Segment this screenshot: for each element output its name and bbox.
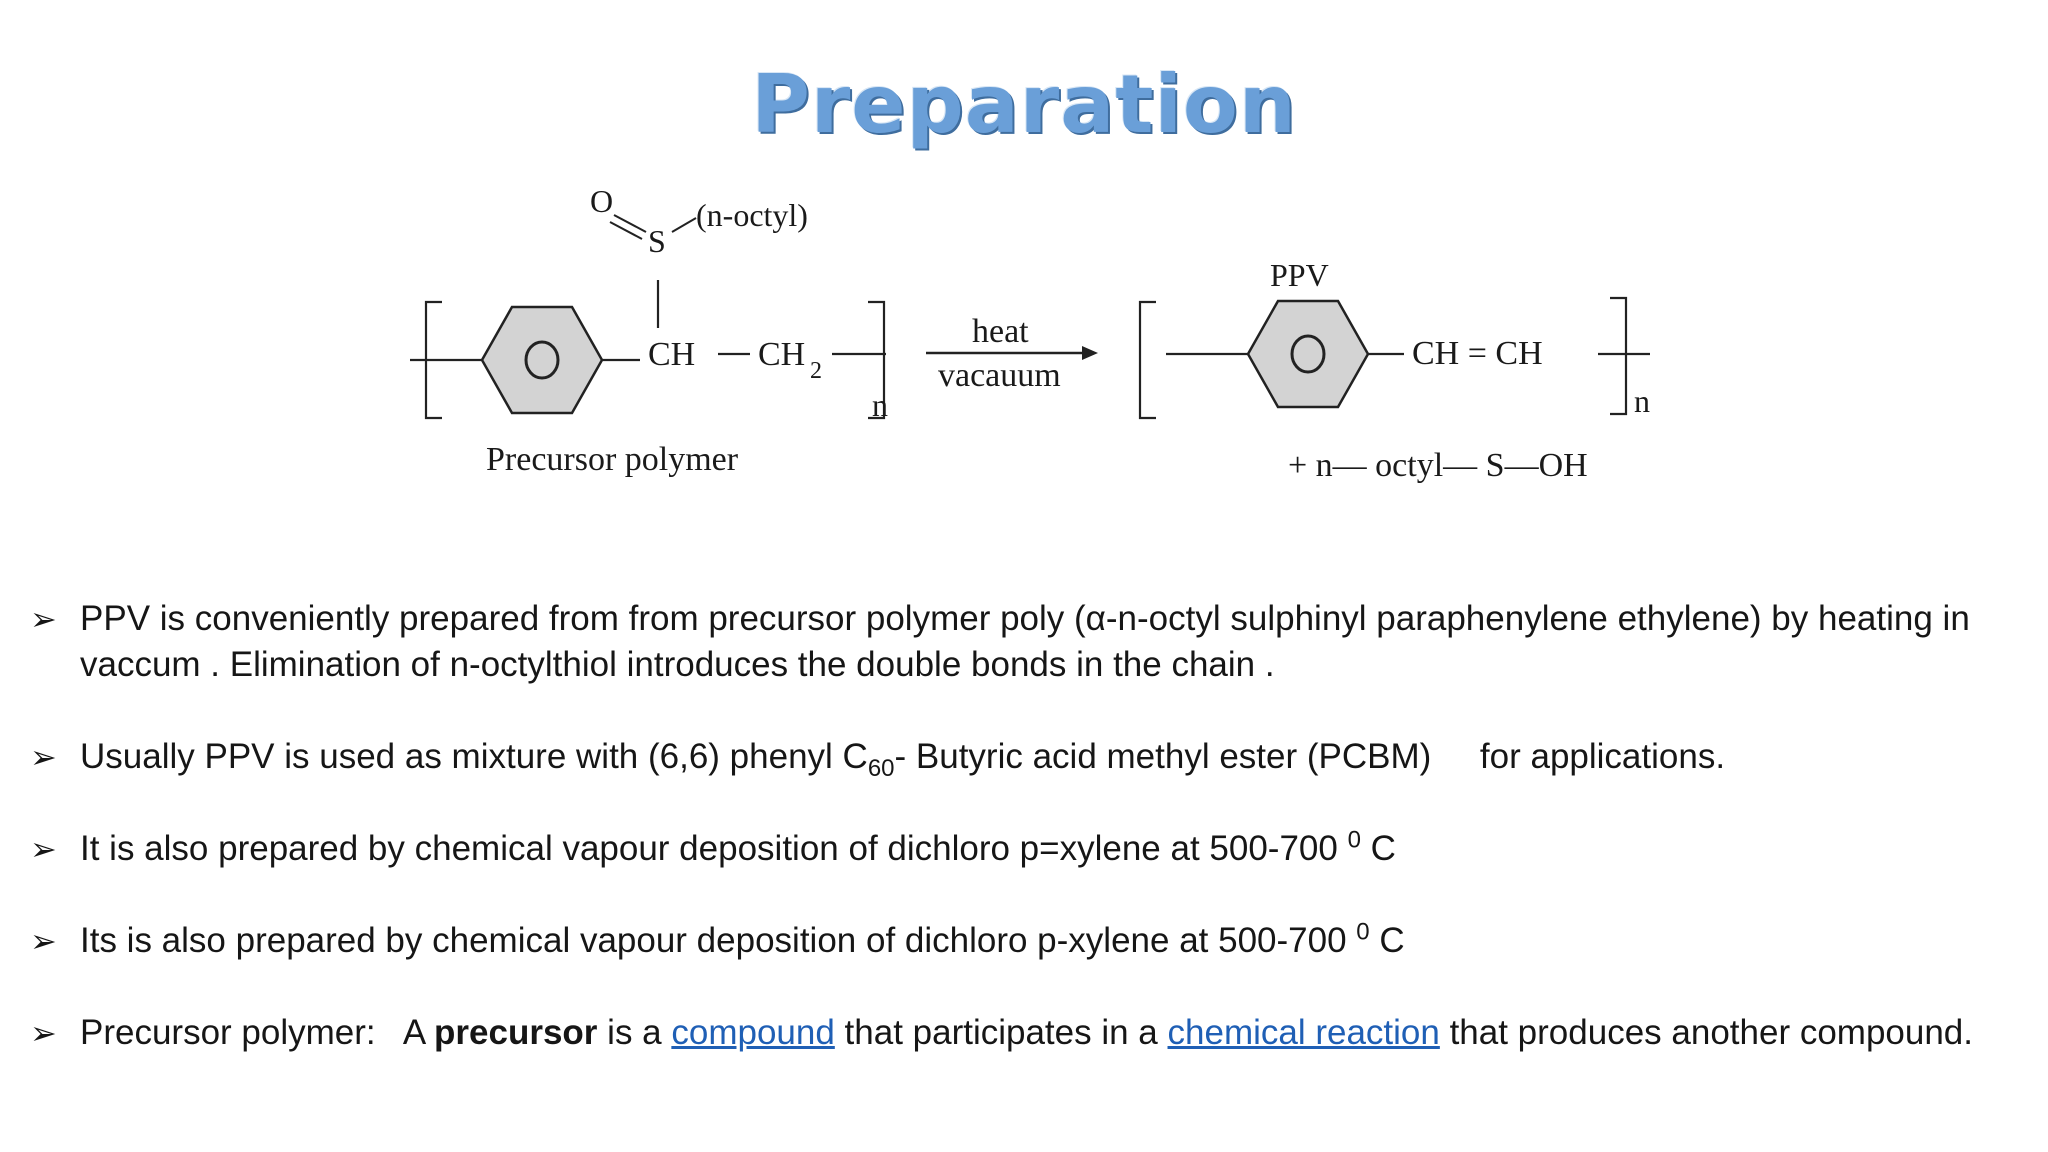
reactant-ch2: CH — [758, 336, 805, 373]
reactant-left-bracket — [410, 300, 482, 420]
bullet-5-tail: that produces another compound. — [1439, 1013, 1973, 1052]
bullet-text-5: Precursor polymer: A precursor is a comp… — [80, 1010, 2030, 1056]
arrow-bullet-icon: ➢ — [30, 831, 57, 867]
byproduct-text: + n— octyl— S—OH — [1288, 447, 1588, 484]
reactant-ch: CH — [648, 336, 695, 373]
bullet-text-1: PPV is conveniently prepared from from p… — [80, 599, 1970, 684]
product-benzene-ring — [1246, 299, 1370, 409]
bullet-5-mid1: is a — [597, 1013, 672, 1052]
degree-superscript: 0 — [1347, 826, 1361, 854]
octyl-substituent: (n-octyl) — [696, 197, 808, 233]
bullet-3-part-b: C — [1360, 829, 1396, 868]
bullet-text-3: It is also prepared by chemical vapour d… — [80, 826, 2030, 872]
bullet-text-4: Its is also prepared by chemical vapour … — [80, 918, 2030, 964]
product-repeat-n: n — [1634, 383, 1650, 419]
s-o-double-bond — [609, 214, 647, 240]
degree-superscript: 0 — [1356, 918, 1370, 946]
condition-vacuum: vacauum — [938, 357, 1061, 394]
arrow-bullet-icon: ➢ — [30, 923, 57, 959]
bullet-5-mid2: that participates in a — [834, 1013, 1168, 1052]
arrow-bullet-icon: ➢ — [30, 739, 57, 775]
sulfinyl-o: O — [590, 183, 613, 219]
product-label: PPV — [1270, 257, 1329, 293]
reactant-benzene-ring — [480, 305, 604, 415]
arrow-bullet-icon: ➢ — [30, 1015, 57, 1051]
arrow-head-icon — [1082, 346, 1098, 360]
product-left-bracket — [1138, 300, 1248, 420]
bullet-text-2: Usually PPV is used as mixture with (6,6… — [80, 734, 2030, 782]
bullet-4-part-b: C — [1369, 921, 1405, 960]
precursor-caption: Precursor polymer — [486, 441, 739, 478]
slide-title: Preparation — [751, 58, 1297, 151]
bullet-5-lead: Precursor polymer: A — [80, 1013, 435, 1052]
reactant-repeat-n: n — [872, 387, 888, 423]
chemical-reaction-link[interactable]: chemical reaction — [1167, 1013, 1440, 1052]
product-vinylene: CH = CH — [1412, 335, 1543, 372]
product-right-bracket — [1598, 296, 1650, 416]
bullet-2-part-a: Usually PPV is used as mixture with (6,6… — [80, 737, 868, 776]
reactant-right-bracket — [832, 300, 886, 420]
c60-subscript: 60 — [867, 755, 895, 782]
bullet-3-part-a: It is also prepared by chemical vapour d… — [80, 829, 1348, 868]
condition-heat: heat — [972, 313, 1029, 350]
reaction-scheme: CH CH 2 S O (n-octyl) n Precursor polyme… — [410, 183, 1650, 484]
bullet-2-part-b: - Butyric acid methyl ester (PCBM) for a… — [894, 737, 1726, 776]
sulfinyl-s: S — [648, 223, 666, 259]
s-octyl-bond — [671, 217, 697, 233]
arrow-bullet-icon: ➢ — [30, 601, 57, 637]
bold-term-precursor: precursor — [434, 1013, 598, 1052]
compound-link[interactable]: compound — [671, 1013, 835, 1052]
bullet-4-part-a: Its is also prepared by chemical vapour … — [80, 921, 1357, 960]
reactant-ch2-subscript: 2 — [810, 358, 822, 384]
